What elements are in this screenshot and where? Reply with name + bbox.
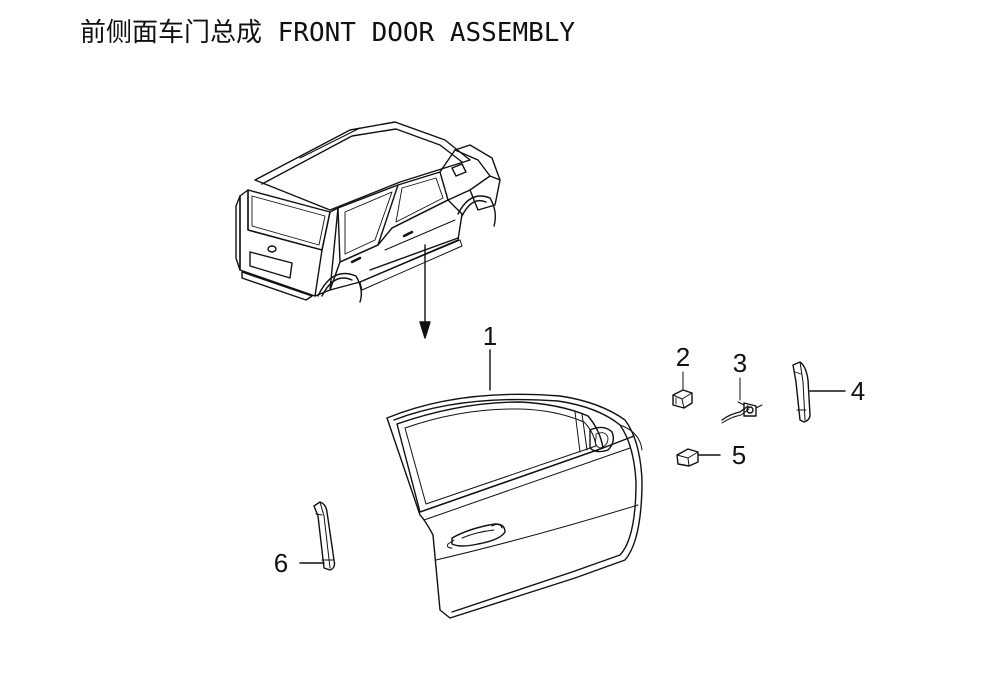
callout-6: 6 <box>274 548 288 578</box>
reference-arrow <box>419 244 431 339</box>
callout-1: 1 <box>483 321 497 351</box>
callout-5: 5 <box>732 440 746 470</box>
front-glass-channel-part <box>299 501 336 571</box>
clip-lower-part <box>676 448 721 467</box>
vehicle-body-illustration <box>235 121 501 303</box>
clip-upper-part <box>672 389 693 409</box>
front-door-part <box>386 393 643 619</box>
callout-2: 2 <box>676 342 690 372</box>
callout-4: 4 <box>851 376 865 406</box>
callout-3: 3 <box>733 348 747 378</box>
lock-link-part <box>721 377 763 424</box>
page-title: 前侧面车门总成 FRONT DOOR ASSEMBLY <box>80 18 576 48</box>
rear-glass-channel-part <box>792 361 846 423</box>
